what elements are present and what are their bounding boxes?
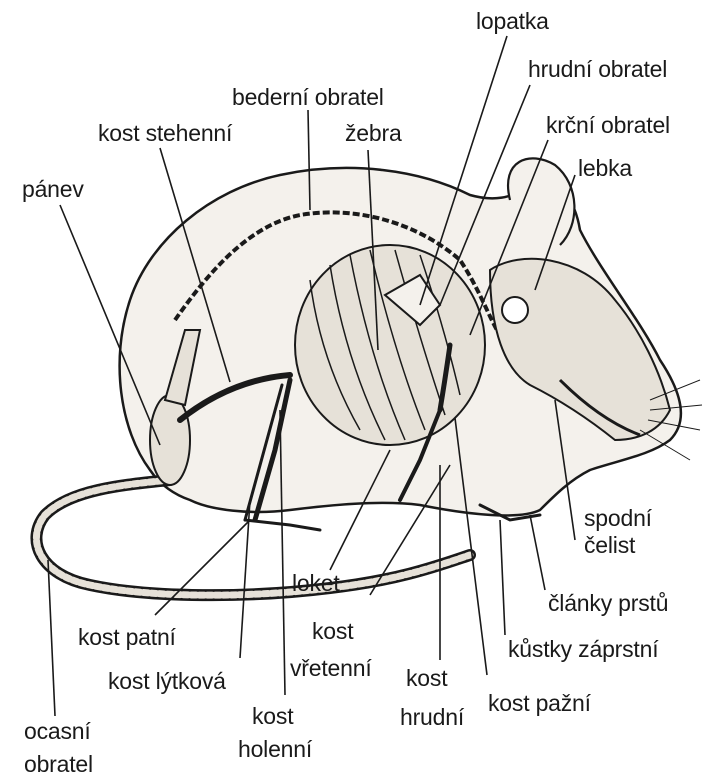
label-panev: pánev bbox=[22, 176, 84, 203]
pelvis bbox=[150, 395, 190, 485]
label-kost-holenni: kost holenní bbox=[238, 703, 312, 763]
label-kost-lytkova: kost lýtková bbox=[108, 668, 226, 695]
label-lebka: lebka bbox=[578, 155, 632, 182]
label-kost-hrudni: kost hrudní bbox=[400, 665, 464, 731]
label-kustky-zaprstni: kůstky záprstní bbox=[508, 636, 658, 663]
label-hrudni-obratel: hrudní obratel bbox=[528, 56, 667, 83]
label-loket: loket bbox=[292, 570, 340, 597]
label-kost-vretenni: kost vřetenní bbox=[290, 618, 372, 682]
label-zebra: žebra bbox=[345, 120, 402, 147]
label-ocasni-obratel: ocasní obratel bbox=[24, 718, 93, 778]
label-kost-patni: kost patní bbox=[78, 624, 176, 651]
label-lopatka: lopatka bbox=[476, 8, 549, 35]
eye-socket bbox=[502, 297, 528, 323]
label-kost-stehenni: kost stehenní bbox=[98, 120, 232, 147]
label-kost-pazni: kost pažní bbox=[488, 690, 591, 717]
label-bederni-obratel: bederní obratel bbox=[232, 84, 384, 111]
label-clanky-prstu: články prstů bbox=[548, 590, 668, 617]
label-spodni-celist: spodní čelist bbox=[584, 505, 652, 559]
label-krcni-obratel: krční obratel bbox=[546, 112, 670, 139]
